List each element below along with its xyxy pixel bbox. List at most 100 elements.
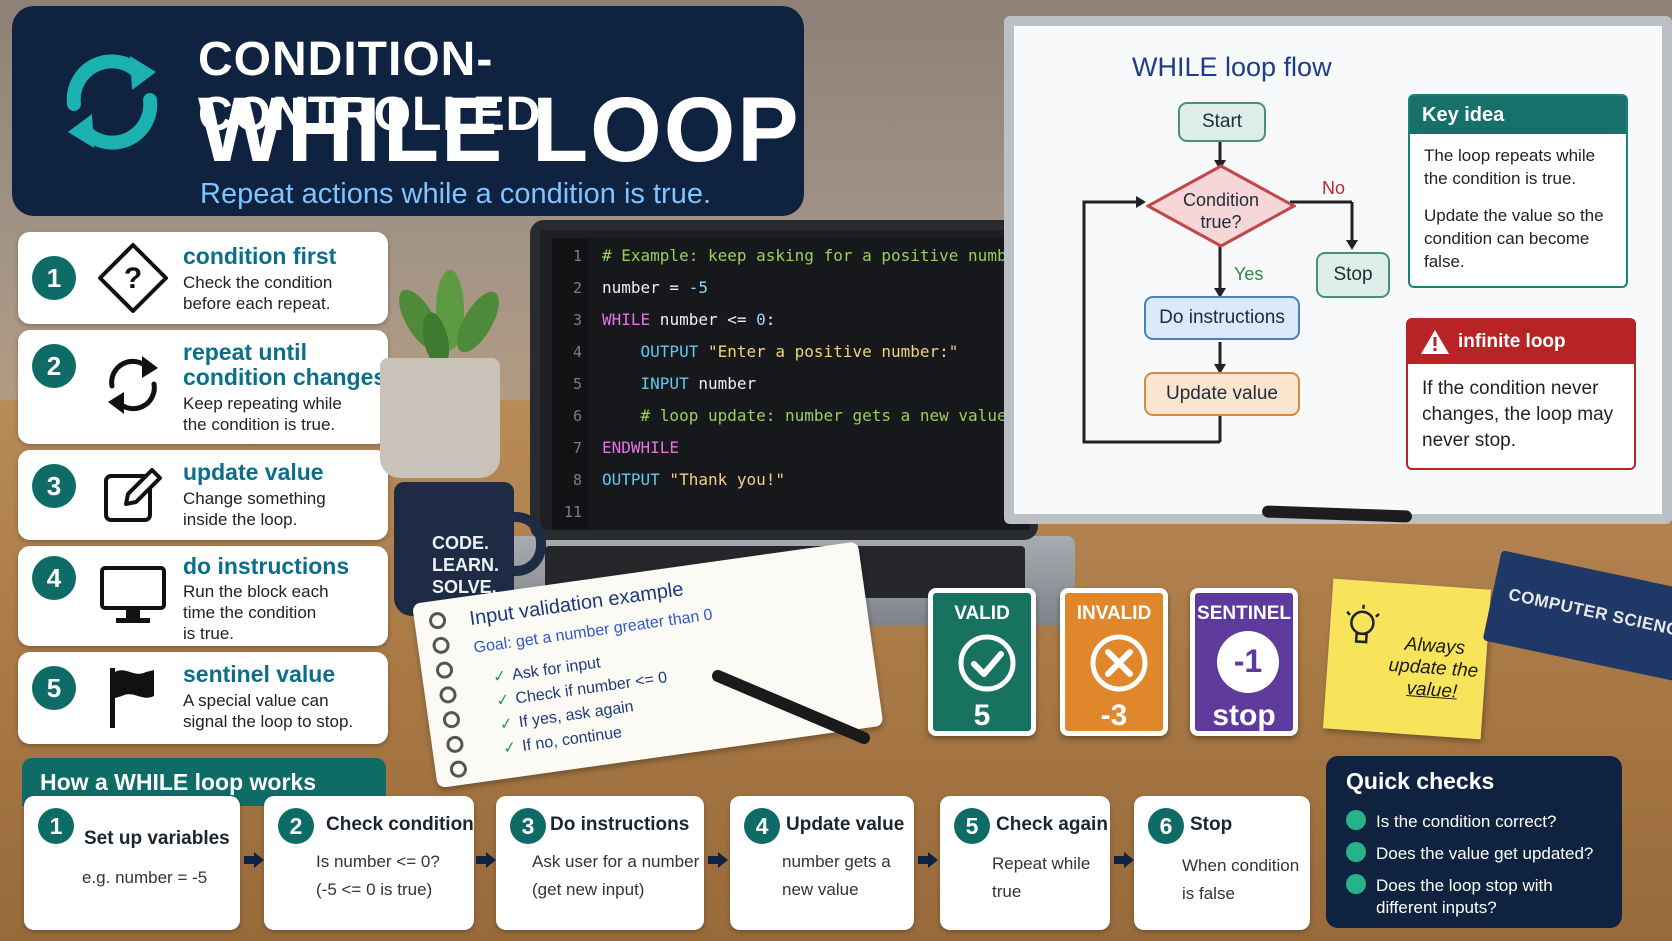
card-desc-line: A special value can (183, 691, 329, 710)
code-content: # Example: keep asking for a positive nu… (602, 242, 1026, 270)
line-number: 2 (572, 279, 582, 297)
line-number: 3 (572, 311, 582, 329)
check-circle-icon (958, 634, 1016, 692)
edit-pencil-icon (104, 468, 162, 522)
title-line-2: WHILE LOOP (198, 79, 801, 181)
card-title: sentinel value (183, 661, 336, 687)
card-title-line-2: condition changes (183, 364, 387, 390)
concept-card-sentinel-value: 5 sentinel value A special value can sig… (18, 652, 388, 744)
quick-check-item: Does the value get updated? (1346, 842, 1616, 865)
code-token: 0 (756, 310, 766, 329)
notebook: Input validation example Goal: get a num… (412, 541, 884, 789)
value-card-invalid: INVALID -3 (1060, 588, 1168, 736)
subtitle: Repeat actions while a condition is true… (200, 178, 712, 210)
step-number: 2 (278, 808, 314, 844)
check-circle-icon (1346, 842, 1366, 862)
code-content: INPUT number (602, 370, 757, 398)
card-title: update value (183, 459, 324, 485)
step-line: When condition (1182, 856, 1300, 875)
key-idea-box: Key idea The loop repeats while the cond… (1408, 94, 1628, 288)
code-content: number = -5 (602, 274, 708, 302)
step-title: Stop (1190, 814, 1233, 835)
card-number: 5 (32, 666, 76, 710)
repeat-cycle-icon (66, 54, 158, 150)
process-step-4: 4 Update value number gets a new value (730, 796, 914, 930)
check-icon: ✓ (491, 667, 508, 687)
card-desc-line: inside the loop. (183, 510, 298, 529)
value-card-label: VALID (954, 603, 1010, 624)
code-token: ENDWHILE (602, 438, 680, 457)
step-line: Ask user for a number (532, 852, 700, 871)
mug-line: SOLVE. (432, 577, 497, 597)
card-number: 4 (32, 556, 76, 600)
concept-card-update-value: 3 update value Change something inside t… (18, 450, 388, 540)
step-number: 3 (510, 808, 546, 844)
code-content: ENDWHILE (602, 434, 679, 462)
code-token: -5 (688, 278, 708, 297)
arrow-right-icon (476, 852, 496, 868)
pen-icon (712, 670, 870, 744)
code-content: # loop update: number gets a new value (602, 402, 1007, 430)
key-idea-text-1: The loop repeats while the condition is … (1424, 146, 1596, 188)
repeat-arrows-icon (108, 356, 158, 414)
process-step-2: 2 Check condition Is number <= 0? (-5 <=… (264, 796, 474, 930)
check-circle-icon (1346, 874, 1366, 894)
check-icon: ✓ (501, 738, 518, 758)
key-idea-text-2: Update the value so the condition can be… (1424, 206, 1604, 271)
card-desc-line: time the condition (183, 603, 317, 622)
check-circle-icon (1346, 810, 1366, 830)
whiteboard-title: WHILE loop flow (1132, 52, 1332, 82)
step-line: Is number <= 0? (316, 852, 440, 871)
mug-handle (506, 512, 546, 576)
code-token: number (688, 374, 757, 393)
code-content: WHILE number <= 0: (602, 306, 775, 334)
step-title: Set up variables (84, 828, 230, 849)
line-number: 11 (563, 503, 582, 521)
step-title: Update value (786, 814, 905, 835)
step-number: 5 (954, 808, 990, 844)
process-step-3: 3 Do instructions Ask user for a number … (496, 796, 704, 930)
check-icon: ✓ (495, 691, 511, 711)
code-token: : (765, 310, 776, 329)
code-token: WHILE (602, 310, 651, 329)
step-line: Repeat while (992, 854, 1091, 873)
concept-card-condition-first: 1 ? condition first Check the condition … (18, 232, 388, 324)
flow-condition-diamond (1146, 164, 1296, 248)
line-number: 8 (572, 471, 582, 489)
line-number-gutter (552, 238, 588, 530)
lightbulb-icon (1346, 604, 1380, 644)
value-card-value: 5 (973, 699, 991, 732)
card-desc-line: Check the condition (183, 273, 333, 292)
flow-update-value: Update value (1144, 372, 1300, 416)
laptop-screen: 1# Example: keep asking for a positive n… (530, 220, 1038, 540)
card-desc-line: Keep repeating while (183, 394, 342, 413)
code-editor: 1# Example: keep asking for a positive n… (552, 238, 1030, 530)
step-line: is false (1182, 884, 1235, 903)
value-card-label: INVALID (1076, 603, 1152, 624)
step-title: Check condition (326, 814, 474, 835)
warning-text: If the condition never changes, the loop… (1422, 378, 1614, 451)
quick-checks-panel: Quick checks Is the condition correct? D… (1326, 756, 1622, 928)
monitor-icon (100, 566, 166, 623)
card-desc-line: Run the block each (183, 582, 329, 601)
infinite-loop-warning-box: infinite loop warning If the condition n… (1406, 318, 1636, 470)
code-token: "Enter a positive number:" (698, 342, 959, 361)
value-card-valid: VALID 5 (928, 588, 1036, 736)
title-panel: CONDITION-CONTROLLED WHILE LOOP Repeat a… (12, 6, 804, 216)
step-title: Check again (996, 814, 1108, 835)
flow-yes-label: Yes (1234, 264, 1264, 284)
warning-triangle-icon (1421, 330, 1449, 354)
key-idea-title: Key idea (1410, 96, 1626, 134)
process-step-6: 6 Stop When condition is false (1134, 796, 1310, 930)
svg-text:?: ? (124, 262, 142, 295)
flow-stop: Stop (1316, 252, 1390, 298)
arrow-right-icon (918, 852, 938, 868)
step-number: 4 (744, 808, 780, 844)
process-step-1: 1 Set up variables e.g. number = -5 (24, 796, 240, 930)
code-content: OUTPUT "Enter a positive number:" (602, 338, 959, 366)
flow-no-label: No (1322, 178, 1346, 198)
flow-start: Start (1178, 102, 1266, 142)
code-token: "Thank you!" (659, 470, 786, 489)
quick-checks-title: Quick checks (1346, 768, 1495, 794)
value-card-sentinel: SENTINEL -1 stop (1190, 588, 1298, 736)
